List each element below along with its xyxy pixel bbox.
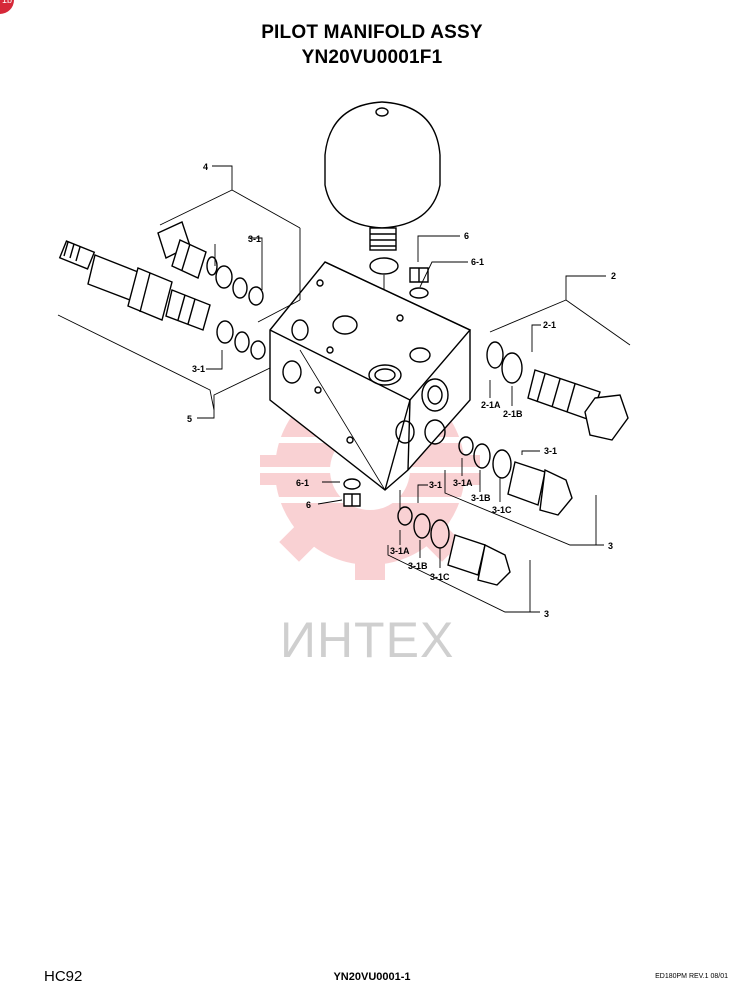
footer-revision: ED180PM REV.1 08/01 [655, 973, 728, 980]
callout-6-top: 6 [464, 231, 469, 241]
callout-3-bottom: 3 [544, 609, 549, 619]
callout-6-1-bottom: 6-1 [296, 478, 309, 488]
cartridge-valve-right [486, 341, 629, 441]
callout-2: 2 [611, 271, 616, 281]
callout-3-1b-right: 3-1B [471, 493, 491, 503]
callout-3-1-lower: 3-1 [192, 364, 205, 374]
callout-2-1b: 2-1B [503, 409, 523, 419]
cartridge-valve-mid-right [458, 436, 573, 516]
callout-3-1c-bottom: 3-1C [430, 572, 450, 582]
callout-3-1c-right: 3-1C [492, 505, 512, 515]
callout-3-1-upper: 3-1 [248, 234, 261, 244]
callout-3-right: 3 [608, 541, 613, 551]
page-title: PILOT MANIFOLD ASSY [261, 22, 483, 43]
callout-leaders [57, 165, 631, 613]
callout-labels: 4 3-1 3-1 5 6 6-1 2 2-1 2-1A 2-1B 3-1 3-… [187, 162, 616, 619]
plug-upper [409, 267, 429, 299]
callout-6-bottom: 6 [306, 500, 311, 510]
callout-3-1a-right: 3-1A [453, 478, 473, 488]
accumulator [324, 101, 441, 380]
watermark-text: ИНТЕХ [280, 612, 454, 668]
callout-3-1b-bottom: 3-1B [408, 561, 428, 571]
part-number-title: YN20VU0001F1 [301, 47, 443, 68]
cartridge-valve-upper [157, 221, 218, 279]
callout-3-1-bottom: 3-1 [429, 480, 442, 490]
plug-lower [343, 478, 361, 507]
callout-4: 4 [203, 162, 208, 172]
callout-5: 5 [187, 414, 192, 424]
callout-2-1a: 2-1A [481, 400, 501, 410]
callout-3-1a-bottom: 3-1A [390, 546, 410, 556]
callout-6-1-top: 6-1 [471, 257, 484, 267]
footer-drawing-number: YN20VU0001-1 [333, 971, 411, 983]
relief-valve-left [58, 240, 211, 331]
manifold-block [269, 261, 472, 491]
footer-page-code: HC92 [44, 968, 83, 985]
callout-3-1-right: 3-1 [544, 446, 557, 456]
callout-2-1: 2-1 [543, 320, 556, 330]
